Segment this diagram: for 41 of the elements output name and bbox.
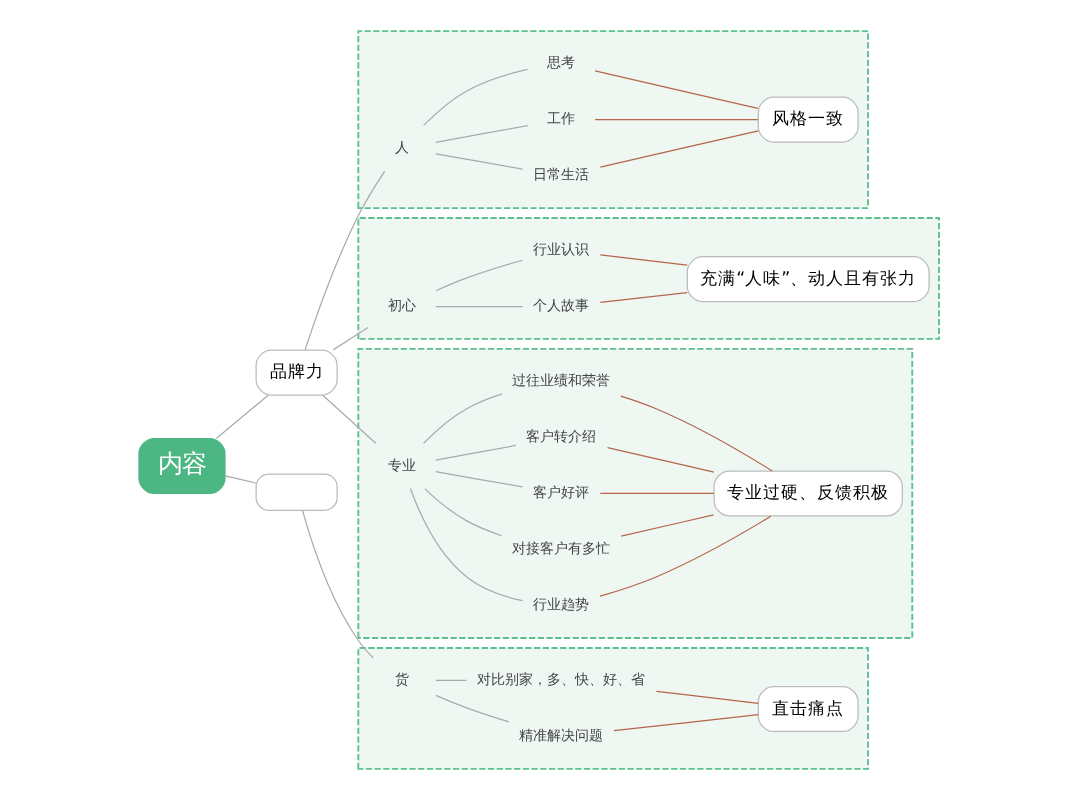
connector: [593, 70, 758, 109]
connector: [434, 259, 523, 292]
connector: [598, 492, 714, 495]
connector: [331, 326, 368, 351]
connector: [422, 393, 502, 444]
connector: [434, 694, 509, 723]
connector: [619, 514, 714, 537]
cluster: [356, 647, 868, 770]
cluster: [356, 30, 868, 210]
connector: [598, 130, 758, 168]
connector: [422, 68, 528, 127]
connector: [434, 444, 516, 461]
cluster: [356, 347, 913, 639]
connector: [300, 509, 373, 659]
connector: [619, 395, 772, 472]
node-box: 直击痛点: [756, 686, 858, 733]
node-box: [254, 473, 337, 511]
connector: [434, 153, 523, 170]
node-box: 品牌力: [254, 349, 337, 396]
connector: [598, 515, 771, 597]
connector: [593, 118, 758, 121]
connector: [612, 713, 758, 732]
connector: [654, 690, 758, 704]
connector: [605, 447, 714, 473]
connector: [303, 170, 385, 351]
connector: [423, 488, 502, 537]
node-box: 专业过硬、反馈积极: [712, 470, 902, 517]
node-box: 内容: [137, 438, 225, 495]
connector: [214, 394, 268, 440]
node-box: 风格一致: [756, 96, 858, 143]
connector: [434, 305, 523, 308]
cluster: [356, 217, 939, 340]
connector: [434, 471, 523, 488]
connector: [434, 679, 467, 682]
connector: [598, 291, 687, 303]
connector: [408, 487, 523, 602]
node-box: 充满“人味”、动人且有张力: [685, 256, 929, 303]
connector: [223, 475, 256, 484]
connector: [434, 124, 528, 143]
connector: [598, 254, 687, 266]
connector: [321, 394, 376, 444]
